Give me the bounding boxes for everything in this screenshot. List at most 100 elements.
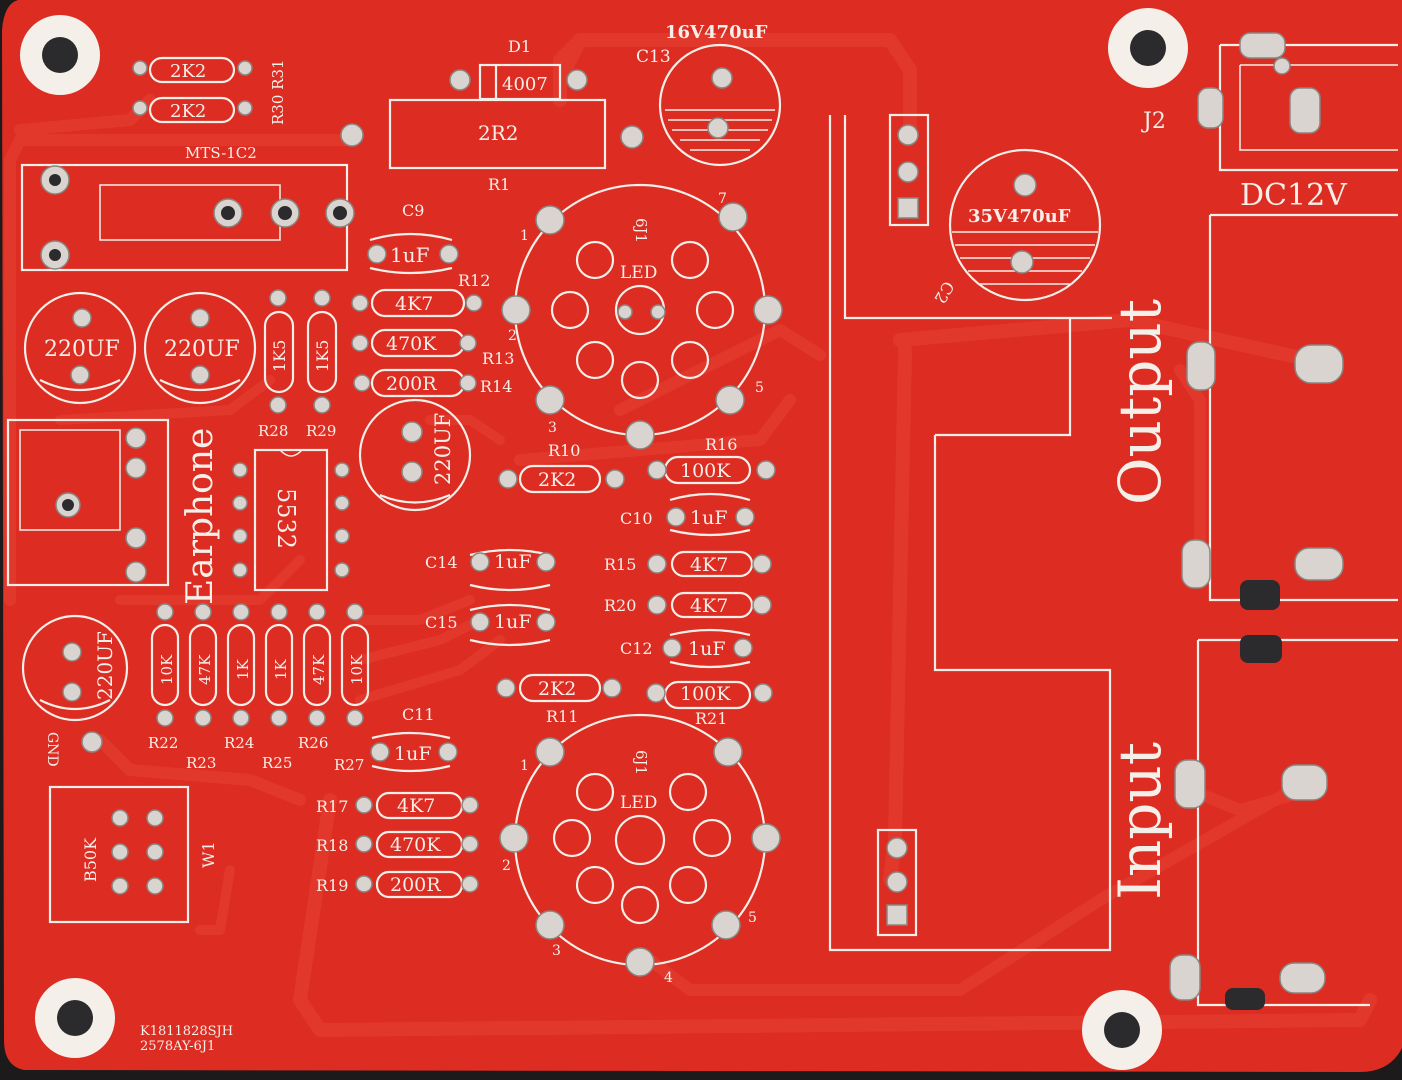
r17-value: 4K7	[397, 795, 435, 817]
r12-ref: R12	[458, 271, 490, 290]
capacitor-c13	[658, 43, 782, 167]
r28-ref: R28	[258, 422, 288, 440]
c13-ref: C13	[636, 47, 671, 67]
r21-ref: R21	[695, 709, 727, 728]
j2-ref: J2	[1141, 109, 1166, 134]
cap-220uf-a: 220UF	[44, 337, 120, 362]
r25-value: 1K	[272, 658, 290, 680]
r15-ref: R15	[604, 555, 636, 574]
bottom-pin2: 2	[502, 858, 511, 874]
ic-value: 5532	[272, 488, 300, 549]
c14-value: 1uF	[494, 551, 532, 573]
board-code-line2: 2578AY-6J1	[140, 1039, 215, 1054]
header-top	[888, 113, 930, 227]
r30-r31-resistors	[132, 56, 253, 124]
tube-bottom-type: 6J1	[632, 750, 650, 775]
tube-socket-top	[501, 183, 783, 450]
r16-ref: R16	[705, 435, 737, 454]
c15-ref: C15	[425, 613, 458, 632]
r28-value: 1K5	[270, 340, 289, 372]
top-pin3: 3	[548, 420, 557, 436]
tube-socket-bottom	[499, 713, 781, 977]
r25-ref: R25	[262, 754, 292, 772]
r10-value: 2K2	[538, 469, 576, 491]
dc-label: DC12V	[1240, 178, 1348, 213]
c11-r17-r19	[355, 731, 479, 899]
cap-220uf-d: 220UF	[93, 631, 117, 700]
resistor-r1	[340, 98, 644, 170]
r22-value: 10K	[158, 654, 176, 685]
c14-ref: C14	[425, 553, 458, 572]
c15-value: 1uF	[494, 611, 532, 633]
c11-ref: C11	[402, 705, 435, 724]
mid-components	[469, 455, 776, 710]
r30-value: 2K2	[170, 61, 206, 82]
c13-value: 16V470uF	[665, 22, 768, 43]
output-label: Output	[1106, 299, 1174, 505]
earphone-label: Earphone	[180, 428, 221, 605]
led-top-label: LED	[620, 263, 657, 283]
resistor-bank	[150, 603, 370, 727]
c10-ref: C10	[620, 509, 653, 528]
r26-ref: R26	[298, 734, 328, 752]
capacitor-c2	[948, 148, 1102, 302]
c10-value: 1uF	[690, 507, 728, 529]
c2-value: 35V470uF	[968, 206, 1071, 227]
r13-value: 470K	[386, 333, 437, 355]
gnd-pad	[81, 731, 103, 753]
r17-ref: R17	[316, 797, 348, 816]
r21-value: 100K	[680, 683, 731, 705]
r23-value: 47K	[196, 654, 214, 685]
top-pin5: 5	[755, 380, 764, 396]
c12-value: 1uF	[688, 638, 726, 660]
dc-jack-j2	[1197, 32, 1398, 172]
c9-value: 1uF	[390, 243, 430, 267]
r22-ref: R22	[148, 734, 178, 752]
top-pin2: 2	[508, 328, 517, 344]
d1-ref: D1	[508, 37, 531, 56]
bottom-pin5: 5	[748, 910, 757, 926]
r24-value: 1K	[234, 658, 252, 680]
r14-ref: R14	[480, 377, 512, 396]
output-outline	[843, 115, 1112, 320]
bottom-pin4: 4	[664, 970, 673, 986]
r1-ref: R1	[488, 175, 510, 194]
c11-value: 1uF	[394, 743, 432, 765]
d1-value: 4007	[502, 74, 548, 95]
r15-value: 4K7	[690, 554, 728, 576]
r18-value: 470K	[390, 834, 441, 856]
mts-switch	[20, 163, 355, 272]
r28-r29	[263, 289, 338, 414]
jack-pads	[1169, 341, 1344, 1010]
r23-ref: R23	[186, 754, 216, 772]
board-code-line1: K1811828SJH	[140, 1024, 233, 1039]
r1-value: 2R2	[478, 121, 519, 145]
r26-value: 47K	[310, 654, 328, 685]
r16-value: 100K	[680, 460, 731, 482]
top-pin7: 7	[718, 191, 727, 207]
mts-label: MTS-1C2	[185, 144, 257, 162]
r27-value: 10K	[348, 654, 366, 685]
r10-ref: R10	[548, 441, 580, 460]
c12-ref: C12	[620, 639, 653, 658]
r13-ref: R13	[482, 349, 514, 368]
cap-220uf-center	[358, 398, 472, 512]
cap-220uf-b: 220UF	[164, 337, 240, 362]
ic-5532	[232, 448, 350, 592]
pot-value: B50K	[81, 837, 100, 882]
r29-ref: R29	[306, 422, 336, 440]
header-bottom	[876, 828, 918, 937]
input-outline	[828, 115, 1112, 952]
r30-r31-ref: R30 R31	[269, 59, 287, 125]
bottom-pin1: 1	[520, 758, 529, 774]
bottom-pin3: 3	[552, 943, 561, 959]
gnd-label: GND	[44, 732, 60, 767]
r20-value: 4K7	[690, 595, 728, 617]
c9-r12-r14	[351, 232, 483, 398]
r14-value: 200R	[386, 373, 437, 395]
input-label: Input	[1106, 742, 1174, 900]
cap-220uf-c: 220UF	[431, 413, 455, 485]
cap-220uf-pair	[23, 291, 257, 405]
